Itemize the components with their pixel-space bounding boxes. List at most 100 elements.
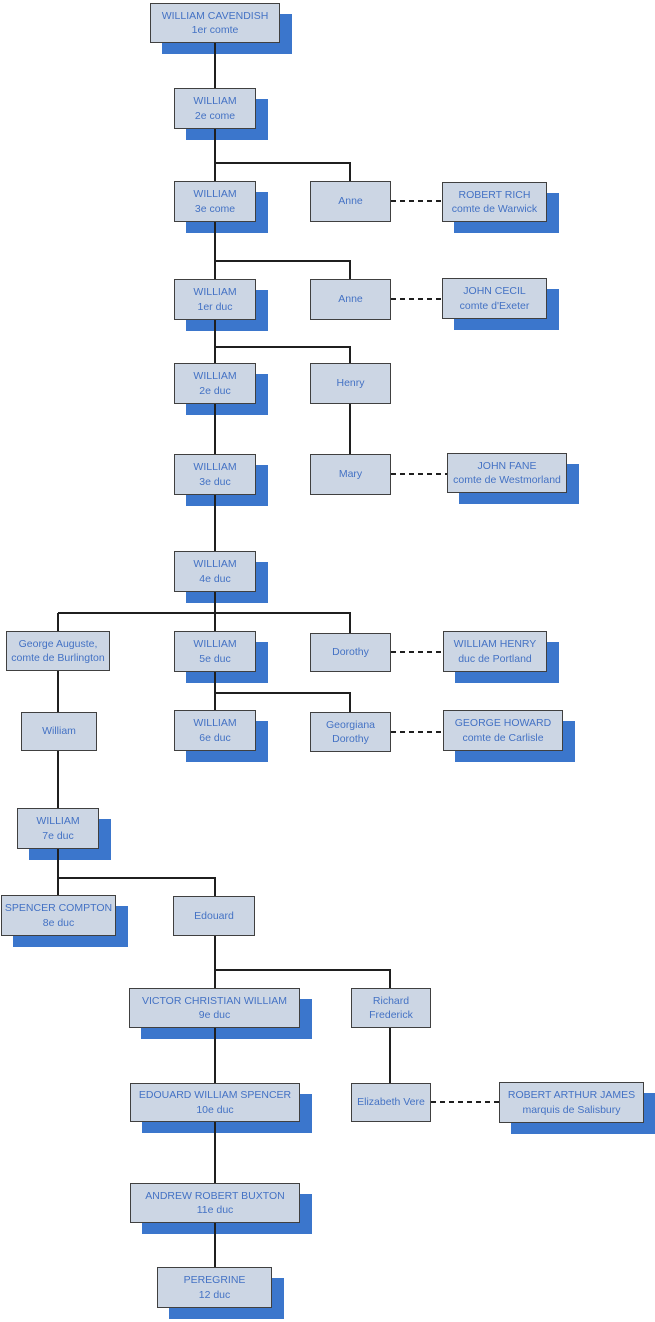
connector-line (349, 261, 351, 279)
marriage-dashed-line (391, 473, 447, 475)
node-label-line: Dorothy (332, 646, 369, 659)
tree-node-william-1er-duc: WILLIAM 1er duc (174, 279, 256, 320)
node-label-line: 7e duc (42, 829, 74, 842)
connector-line (214, 495, 216, 551)
connector-line (215, 346, 351, 348)
tree-node-elizabeth-vere: Elizabeth Vere (351, 1083, 431, 1122)
node-label-line: Dorothy (332, 733, 369, 745)
node-label-line: WILLIAM (193, 95, 237, 107)
node-label-line: comte d'Exeter (459, 299, 530, 312)
node-label-line: WILLIAM (193, 461, 237, 473)
connector-line (57, 751, 59, 808)
node-label-line: Anne (338, 293, 363, 306)
tree-node-mary: Mary (310, 454, 391, 495)
node-label-line: 3e duc (199, 475, 231, 488)
tree-node-william-3e-come: WILLIAM 3e come (174, 181, 256, 222)
node-label-line: WILLIAM (36, 815, 80, 827)
connector-line (57, 613, 59, 631)
node-label-line: WILLIAM (193, 286, 237, 298)
marriage-dashed-line (391, 651, 443, 653)
tree-node-dorothy: Dorothy (310, 633, 391, 672)
tree-node-edouard-william-spencer-10e-duc: EDOUARD WILLIAM SPENCER 10e duc (130, 1083, 300, 1122)
node-label-line: 6e duc (199, 731, 231, 744)
connector-line (58, 877, 216, 879)
tree-node-william-2e-come: WILLIAM 2e come (174, 88, 256, 129)
node-label-line: WILLIAM CAVENDISH (161, 9, 269, 22)
tree-node-george-howard-carlisle: GEORGE HOWARD comte de Carlisle (443, 710, 563, 751)
node-label-line: ANDREW ROBERT BUXTON (145, 1189, 285, 1202)
node-label-line: 3e come (194, 202, 236, 215)
node-label-line: WILLIAM (193, 188, 237, 200)
node-label-line: WILLIAM HENRY (453, 638, 537, 650)
tree-node-william-4e-duc: WILLIAM 4e duc (174, 551, 256, 592)
node-label-line: 10e duc (196, 1103, 234, 1116)
tree-node-william-3e-duc: WILLIAM 3e duc (174, 454, 256, 495)
node-label-line: comte de Warwick (451, 203, 538, 215)
node-label-line: 4e duc (199, 572, 231, 585)
tree-node-robert-rich-warwick: ROBERT RICH comte de Warwick (442, 182, 547, 222)
node-label-line: Edouard (194, 909, 234, 922)
node-label-line: 12 duc (198, 1288, 231, 1301)
connector-line (214, 43, 216, 88)
tree-node-andrew-robert-buxton-11e-duc: ANDREW ROBERT BUXTON 11e duc (130, 1183, 300, 1223)
connector-line (349, 404, 351, 454)
connector-line (389, 970, 391, 988)
node-label-line: WILLIAM (193, 558, 237, 570)
node-label-line: EDOUARD WILLIAM SPENCER (138, 1089, 292, 1101)
node-label-line: Henry (336, 377, 365, 390)
connector-line (214, 936, 216, 988)
marriage-dashed-line (391, 731, 443, 733)
connector-line (214, 672, 216, 710)
node-label-line: comte de Carlisle (462, 731, 544, 744)
connector-line (349, 347, 351, 363)
node-label-line: 2e duc (199, 384, 231, 397)
tree-node-anne-exeter: Anne (310, 279, 391, 320)
node-label-line: 2e come (194, 109, 236, 122)
node-label-line: 11e duc (196, 1204, 234, 1216)
node-label-line: VICTOR CHRISTIAN WILLIAM (141, 994, 288, 1007)
marriage-dashed-line (391, 200, 442, 202)
connector-line (58, 612, 351, 614)
connector-line (349, 613, 351, 633)
node-label-line: comte de Burlington (11, 652, 105, 664)
node-label-line: JOHN CECIL (463, 285, 526, 297)
tree-node-william-7e-duc: WILLIAM 7e duc (17, 808, 99, 849)
node-label-line: WILLIAM (193, 370, 237, 382)
connector-line (214, 1223, 216, 1267)
node-label-line: Mary (338, 468, 363, 481)
node-label-line: 5e duc (199, 652, 231, 665)
node-label-line: comte de Westmorland (453, 474, 561, 486)
tree-node-william-5e-duc: WILLIAM 5e duc (174, 631, 256, 672)
node-label-line: ROBERT RICH (458, 188, 531, 201)
connector-line (215, 692, 351, 694)
marriage-dashed-line (391, 298, 442, 300)
tree-node-victor-christian-william-9e-duc: VICTOR CHRISTIAN WILLIAM 9e duc (129, 988, 300, 1028)
node-label-line: Georgiana (325, 718, 376, 731)
tree-node-john-cecil-exeter: JOHN CECIL comte d'Exeter (442, 278, 547, 319)
connector-line (214, 592, 216, 631)
node-label-line: WILLIAM (193, 638, 237, 650)
connector-line (57, 849, 59, 895)
node-label-line: GEORGE HOWARD (454, 717, 552, 729)
connector-line (214, 878, 216, 896)
node-label-line: 9e duc (198, 1009, 231, 1021)
connector-line (215, 260, 351, 262)
connector-line (215, 969, 391, 971)
connector-line (389, 1028, 391, 1083)
tree-node-william-son-of-george: William (21, 712, 97, 751)
node-label-line: George Auguste, (18, 637, 98, 650)
node-label-line: marquis de Salisbury (522, 1103, 621, 1116)
connector-line (214, 320, 216, 363)
tree-node-anne-warwick: Anne (310, 181, 391, 222)
node-label-line: SPENCER COMPTON (4, 902, 113, 914)
connector-line (214, 1122, 216, 1183)
node-label-line: 1er duc (197, 300, 233, 313)
node-label-line: William (42, 725, 76, 738)
